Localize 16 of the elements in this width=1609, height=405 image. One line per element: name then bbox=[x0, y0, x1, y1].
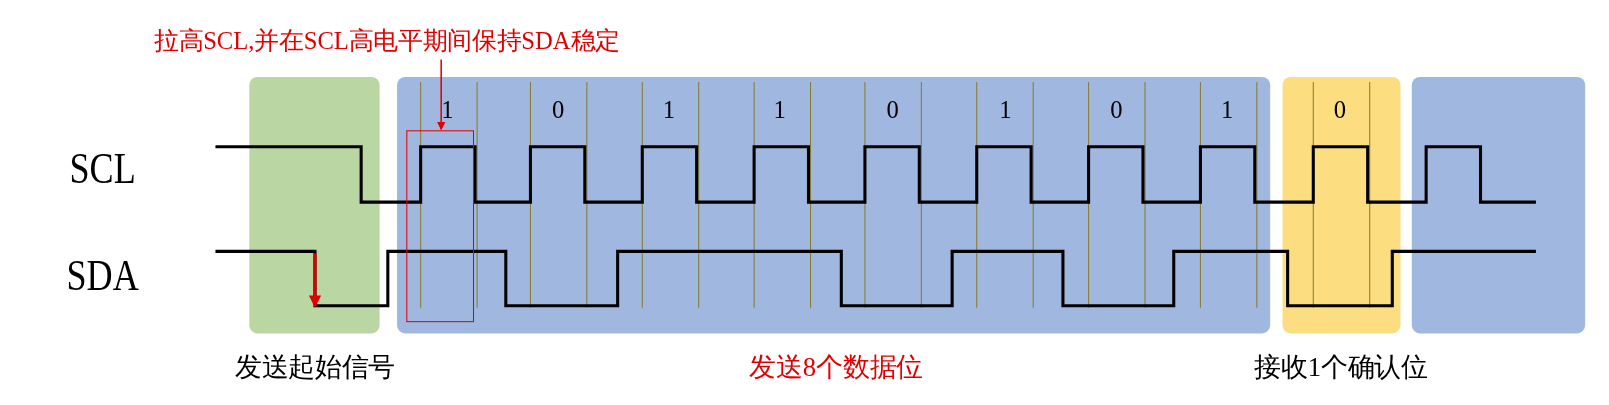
bit-value: 1 bbox=[773, 97, 786, 123]
bit-value: 0 bbox=[1333, 97, 1347, 123]
signal-name: SDA bbox=[66, 253, 139, 299]
bit-value: 1 bbox=[662, 97, 676, 123]
leader-arrow bbox=[437, 58, 446, 131]
bit-value: 0 bbox=[1110, 97, 1123, 123]
bit-value: 0 bbox=[886, 97, 899, 123]
bit-value: 1 bbox=[441, 97, 454, 123]
bit-value: 0 bbox=[552, 97, 565, 123]
signal-name: SCL bbox=[69, 145, 136, 191]
annotation-text: 拉高SCL,并在SCL高电平期间保持SDA稳定 bbox=[153, 28, 620, 54]
phase-caption: 发送8个数据位 bbox=[749, 353, 923, 381]
bit-value: 1 bbox=[1220, 97, 1234, 123]
phase-caption: 发送起始信号 bbox=[234, 353, 395, 381]
phase-caption: 接收1个确认位 bbox=[1254, 353, 1428, 381]
bit-value: 1 bbox=[999, 97, 1012, 123]
